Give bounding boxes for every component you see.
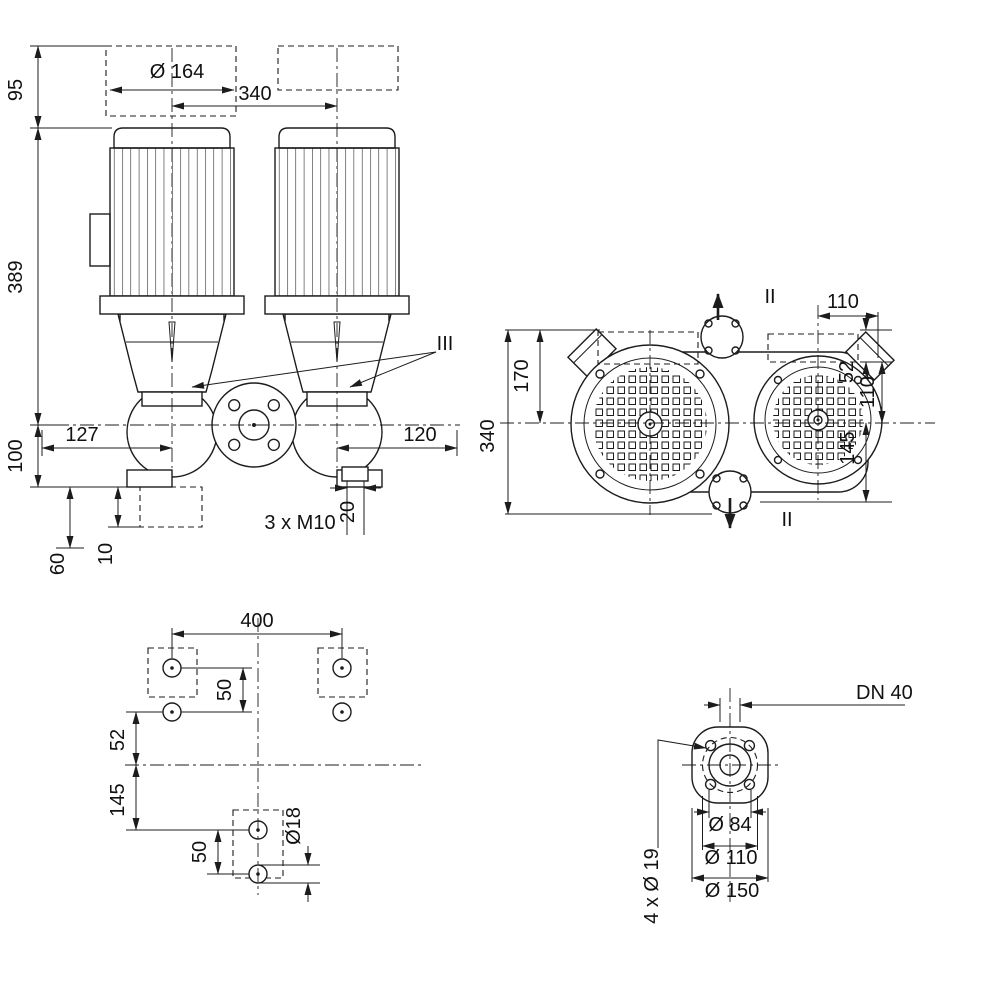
dim-dia84: Ø 84 xyxy=(708,814,751,836)
dim-clearance-95: 95 xyxy=(5,79,27,101)
dim-hole-dia-18: Ø18 xyxy=(283,807,305,845)
section-label-ii-bottom: II xyxy=(781,509,792,531)
dim-axis-to-base-100: 100 xyxy=(5,439,27,472)
foundation-extension-lines xyxy=(126,628,343,884)
dim-dn40: DN 40 xyxy=(856,682,913,704)
dim-top-110: 110 xyxy=(827,291,859,313)
bolt-hole-leader xyxy=(657,739,707,848)
removal-clearance-box-right xyxy=(277,45,399,91)
flange-view: DN 40 Ø 84 Ø 110 Ø 150 4 x Ø 19 xyxy=(641,682,913,924)
dim-bolt-holes: 4 x Ø 19 xyxy=(641,848,663,924)
front-view: Ø 164 340 95 389 100 127 120 20 3 x M10 … xyxy=(5,45,460,575)
dim-left-127: 127 xyxy=(65,424,98,446)
flange-dimension-lines xyxy=(657,701,905,882)
dim-52: 52 xyxy=(107,729,129,751)
dim-dia150: Ø 150 xyxy=(705,880,759,902)
top-port-flange xyxy=(700,315,744,359)
top-extension-lines xyxy=(505,312,892,515)
dim-grout-10: 10 xyxy=(95,543,117,565)
dim-50-lower: 50 xyxy=(189,841,211,863)
tap-boss xyxy=(341,466,369,482)
dim-axis-spacing: 340 xyxy=(238,83,271,105)
dim-dia110: Ø 110 xyxy=(705,847,758,869)
foundation-dimension-lines xyxy=(132,630,343,902)
foundation-block xyxy=(139,486,203,528)
dim-right-120: 120 xyxy=(403,424,436,446)
dim-145: 145 xyxy=(837,431,859,464)
dim-anchor-60: 60 xyxy=(47,553,69,575)
foundation-view: 400 50 52 145 50 Ø18 xyxy=(107,610,425,902)
tap-thread-label: 3 x M10 xyxy=(264,512,335,534)
removal-clearance-box-left xyxy=(105,45,237,117)
dim-145: 145 xyxy=(107,783,129,816)
section-label-ii-top: II xyxy=(764,286,775,308)
dim-height-389: 389 xyxy=(5,260,27,293)
dim-340: 340 xyxy=(477,419,499,452)
dim-right-110: 110 xyxy=(857,376,879,408)
alt-box-right xyxy=(767,333,859,363)
dim-tap-offset-20: 20 xyxy=(337,501,359,523)
alt-box-left xyxy=(597,331,699,365)
dim-motor-diameter: Ø 164 xyxy=(150,61,204,83)
front-dimension-lines xyxy=(34,45,458,549)
dim-170: 170 xyxy=(511,359,533,392)
section-label-iii: III xyxy=(437,333,454,355)
pump-foot-left xyxy=(126,469,173,488)
fan-cover-right xyxy=(753,355,883,485)
dim-400: 400 xyxy=(240,610,273,632)
top-dimension-lines xyxy=(504,312,886,515)
dim-50-upper: 50 xyxy=(214,679,236,701)
top-view: 110 52 110 145 170 340 II II xyxy=(477,286,935,531)
terminal-box-front xyxy=(89,213,111,267)
dim-52: 52 xyxy=(836,361,858,383)
